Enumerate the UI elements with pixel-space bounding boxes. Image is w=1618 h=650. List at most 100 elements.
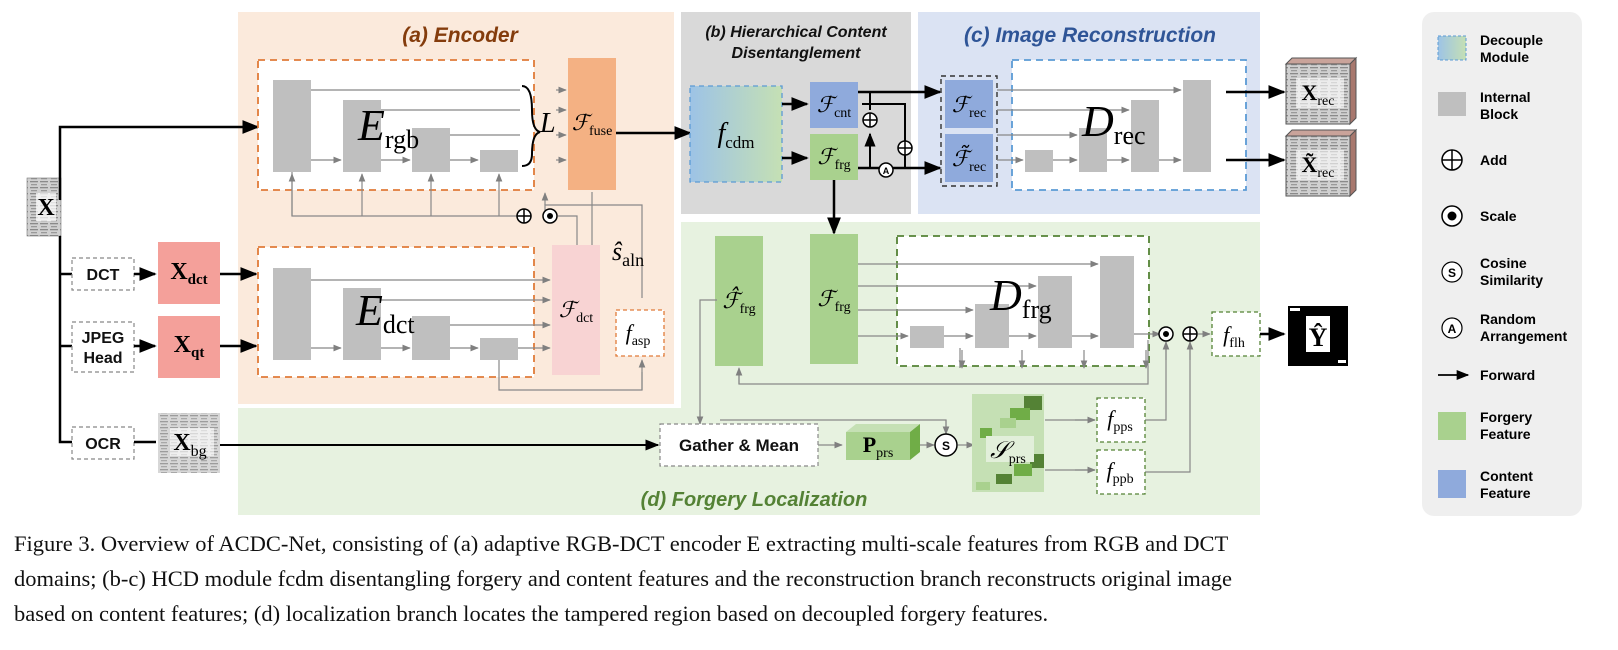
internal-block: [1183, 80, 1211, 172]
scale-op: [1158, 326, 1174, 342]
jpeg-head-op-box: [71, 321, 135, 373]
internal-block: [273, 268, 311, 360]
svg-text:fasp: fasp: [626, 320, 651, 349]
legend-item: Add: [1441, 149, 1507, 171]
legend-item: Decouple Module: [1437, 32, 1543, 65]
internal-block: [1025, 150, 1053, 172]
svg-text:ℱdct: ℱdct: [559, 297, 594, 326]
internal-block: [975, 304, 1009, 348]
f-cnt-block: ℱcnt: [810, 82, 858, 128]
svg-text:A: A: [883, 166, 890, 176]
f-cdm-block: fcdm: [689, 85, 783, 183]
decouple-module-icon: [1437, 35, 1467, 61]
input-image-x: X: [26, 177, 62, 237]
scale-icon: [1441, 205, 1463, 227]
add-op: [516, 208, 532, 224]
localization-title: (d) Forgery Localization: [641, 489, 868, 511]
internal-block-icon: [1438, 92, 1466, 116]
f-fuse-block: ℱfuse: [568, 58, 616, 190]
hcd-title-line1: (b) Hierarchical Content: [705, 24, 887, 41]
internal-block: [480, 150, 518, 172]
y-hat-mask-output: Ŷ: [1288, 306, 1348, 366]
svg-text:Feature: Feature: [1480, 485, 1531, 501]
svg-text:Forward: Forward: [1480, 367, 1535, 383]
legend-item: S Cosine Similarity: [1441, 255, 1543, 288]
svg-text:Add: Add: [1480, 152, 1507, 168]
gather-mean-box: [659, 423, 819, 467]
svg-text:ℱcnt: ℱcnt: [817, 92, 852, 121]
f-dct-block: ℱdct: [552, 245, 600, 375]
cosine-similarity-op: S: [934, 433, 958, 457]
x-dct-box: Xdct: [158, 242, 220, 304]
f-pps-block: fpps: [1096, 397, 1146, 443]
internal-block: [412, 128, 450, 172]
hcd-title-line2: Disentanglement: [732, 45, 862, 62]
svg-text:A: A: [1448, 322, 1457, 336]
svg-text:ℱ̃rec: ℱ̃rec: [952, 144, 986, 175]
internal-block: [343, 288, 381, 360]
encoder-title: (a) Encoder: [402, 24, 519, 47]
caption-line-3: based on content features; (d) localizat…: [14, 601, 1049, 626]
f-rec-tilde-block: ℱ̃rec: [945, 134, 993, 182]
p-prs-prototype: Pprs: [846, 424, 920, 461]
f-ppb-block: fppb: [1096, 449, 1146, 495]
figure-caption: Figure 3. Overview of ACDC-Net, consisti…: [14, 526, 1604, 631]
content-feature-icon: [1438, 470, 1466, 498]
x-rec-tilde-output: X̃rec: [1284, 128, 1358, 198]
jpeg-head-label-line2: Head: [83, 350, 122, 367]
internal-block: [1038, 276, 1072, 348]
jpeg-head-label-line1: JPEG: [82, 330, 125, 347]
svg-text:S: S: [942, 439, 950, 453]
caption-line-1: Figure 3. Overview of ACDC-Net, consisti…: [14, 531, 1229, 556]
legend-item: Content Feature: [1438, 468, 1533, 501]
svg-text:Cosine: Cosine: [1480, 255, 1527, 271]
f-frg-block: ℱfrg: [810, 134, 858, 180]
svg-text:Feature: Feature: [1480, 426, 1531, 442]
add-op: [897, 140, 913, 156]
f-rec-block: ℱrec: [945, 80, 993, 128]
x-rec-output: Xrec: [1284, 56, 1358, 126]
x-bg-background-image: Xbg: [158, 413, 220, 473]
svg-text:Internal: Internal: [1480, 89, 1531, 105]
internal-block: [343, 100, 381, 172]
internal-block: [910, 326, 944, 348]
rec-feature-group: [940, 75, 998, 187]
svg-text:Ŷ: Ŷ: [1309, 323, 1328, 352]
f-asp-block: fasp: [615, 309, 665, 357]
internal-block: [1079, 128, 1107, 172]
internal-block: [1131, 100, 1159, 172]
add-op: [862, 112, 878, 128]
dct-op-label: DCT: [87, 267, 120, 284]
random-arrangement-icon: A: [1441, 317, 1463, 339]
s-prs-similarity-map: 𝒮prs: [972, 394, 1044, 492]
svg-text:Decouple: Decouple: [1480, 32, 1543, 48]
legend-item: Internal Block: [1438, 89, 1531, 122]
ocr-op-label: OCR: [85, 436, 121, 453]
svg-text:S: S: [1448, 266, 1456, 280]
svg-text:Module: Module: [1480, 49, 1529, 65]
caption-line-2: domains; (b-c) HCD module fcdm disentang…: [14, 566, 1232, 591]
add-icon: [1441, 149, 1463, 171]
internal-block: [412, 316, 450, 360]
add-op: [1182, 326, 1198, 342]
f-flh-block: fflh: [1211, 311, 1261, 357]
svg-text:Scale: Scale: [1480, 208, 1517, 224]
svg-text:Forgery: Forgery: [1480, 409, 1532, 425]
gather-mean-label: Gather & Mean: [679, 436, 799, 455]
legend-panel: [1422, 12, 1582, 516]
legend-item: Forward: [1438, 367, 1535, 383]
svg-text:Similarity: Similarity: [1480, 272, 1543, 288]
svg-text:Content: Content: [1480, 468, 1533, 484]
internal-block: [1100, 256, 1134, 348]
internal-block: [480, 338, 518, 360]
svg-text:Arrangement: Arrangement: [1480, 328, 1567, 344]
cosine-similarity-icon: S: [1441, 261, 1463, 283]
random-arrangement-op: A: [878, 162, 894, 178]
scale-op: [542, 208, 558, 224]
reconstruction-title: (c) Image Reconstruction: [964, 24, 1216, 47]
legend-item: A Random Arrangement: [1441, 311, 1567, 344]
forgery-feature-icon: [1438, 412, 1466, 440]
svg-text:Random: Random: [1480, 311, 1536, 327]
internal-block: [273, 80, 311, 172]
x-qt-box: Xqt: [158, 316, 220, 378]
